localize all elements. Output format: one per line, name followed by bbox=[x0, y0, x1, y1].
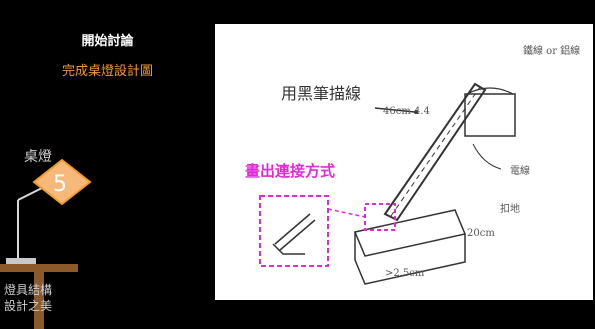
hand-note-wire: 鐵線 or 鋁線 bbox=[523, 46, 581, 57]
hand-note-base: 扣地 bbox=[500, 204, 520, 215]
left-panel: 開始討論 完成桌燈設計圖 桌燈 5 燈具結構 設計之美 bbox=[0, 0, 215, 329]
hand-note-wire2: 電線 bbox=[510, 166, 530, 177]
slide-subtitle: 完成桌燈設計圖 bbox=[61, 64, 153, 79]
lamp-sketch bbox=[259, 82, 516, 285]
caption-line-2: 設計之美 bbox=[4, 299, 53, 313]
annotation-draw-connection: 畫出連接方式 bbox=[245, 162, 336, 180]
sketch-board: 用黑筆描線 畫出連接方式 鐵線 or 鋁線 46cm 4.4 電線 扣地 20c… bbox=[215, 24, 593, 300]
hand-note-length: 46cm 4.4 bbox=[383, 106, 430, 117]
caption: 燈具結構 設計之美 bbox=[4, 282, 52, 314]
desk-lamp-illustration bbox=[0, 158, 92, 329]
hand-note-depth: >2.5cm bbox=[385, 268, 425, 279]
caption-line-1: 燈具結構 bbox=[4, 283, 53, 297]
step-badge-diamond bbox=[32, 158, 92, 206]
annotation-draw-outline: 用黑筆描線 bbox=[281, 84, 362, 103]
lamp-label: 桌燈 bbox=[24, 149, 52, 165]
hand-note-width: 20cm bbox=[467, 228, 495, 239]
slide-title: 開始討論 bbox=[81, 34, 134, 49]
step-number: 5 bbox=[53, 172, 67, 197]
